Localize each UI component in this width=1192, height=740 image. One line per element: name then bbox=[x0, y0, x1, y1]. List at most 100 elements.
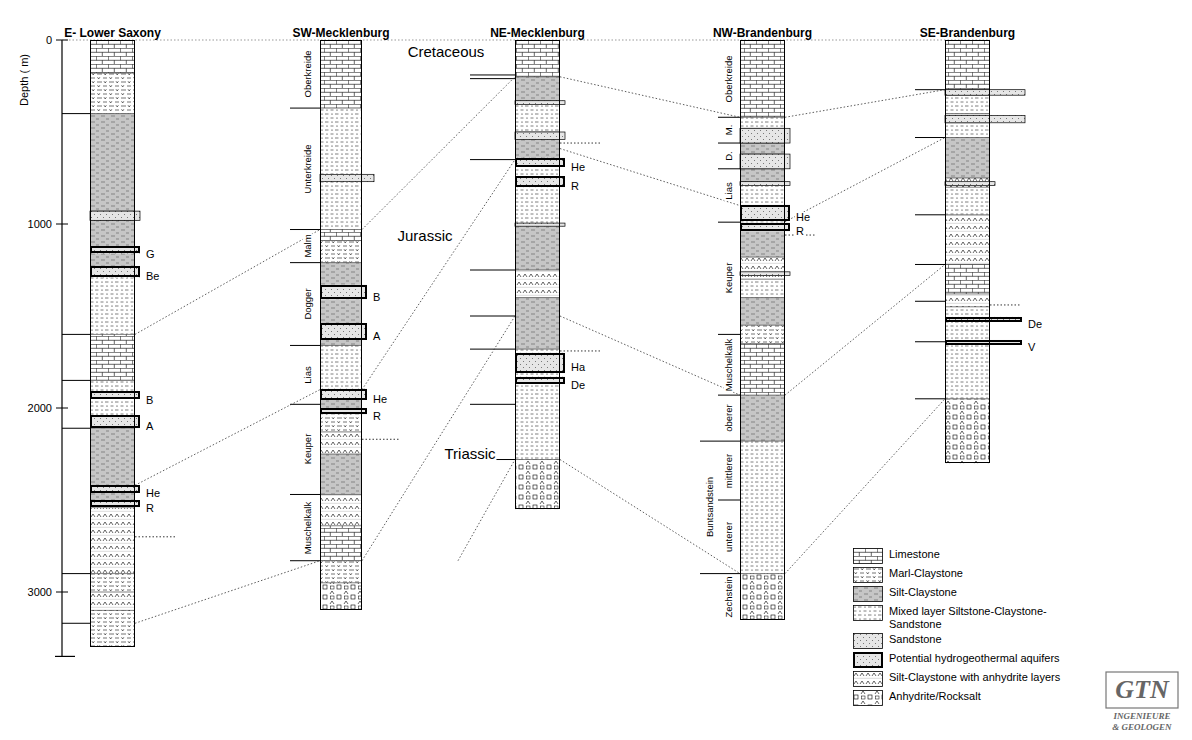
figure-part bbox=[90, 610, 135, 611]
figure-part bbox=[290, 494, 320, 495]
aquifer-box: R bbox=[90, 500, 140, 507]
unit-label: Dogger bbox=[303, 287, 313, 320]
figure-part bbox=[320, 526, 362, 561]
correlation-line bbox=[560, 460, 740, 574]
stratigraphic-column: SE-BrandenburgDeV bbox=[945, 40, 990, 463]
figure-part bbox=[718, 500, 740, 501]
figure-part bbox=[740, 230, 785, 258]
figure-part bbox=[290, 404, 320, 405]
figure-part bbox=[740, 154, 790, 169]
unit-bracket bbox=[700, 573, 718, 574]
label-anchor: & GEOLOGEN bbox=[1142, 728, 1192, 738]
figure-part bbox=[290, 560, 320, 561]
label-anchor: Keuper bbox=[308, 449, 341, 459]
aquifer-label: B bbox=[145, 395, 154, 406]
figure-part bbox=[90, 610, 135, 647]
label-anchor: M. bbox=[729, 130, 742, 140]
aquifer-label: Be bbox=[145, 271, 160, 282]
aquifer-box: He bbox=[320, 389, 367, 400]
figure-part bbox=[470, 316, 515, 317]
figure-part bbox=[740, 441, 785, 573]
logo-text: GTN bbox=[1114, 676, 1169, 705]
label-anchor: Jurassic bbox=[425, 236, 482, 253]
figure-part bbox=[62, 380, 90, 381]
unit-label: Muschelkalk bbox=[724, 338, 734, 392]
aquifer-fill bbox=[90, 485, 140, 492]
legend-swatch bbox=[853, 652, 883, 668]
figure-part bbox=[90, 574, 135, 592]
unit-label: oberer bbox=[724, 403, 734, 432]
figure-part bbox=[915, 264, 945, 265]
column-title: NE-Mecklenburg bbox=[490, 27, 585, 40]
figure-part bbox=[56, 408, 68, 409]
correlation-line bbox=[560, 77, 740, 117]
column-title: E- Lower Saxony bbox=[64, 27, 161, 40]
label-anchor: oberer bbox=[729, 418, 758, 428]
legend-text: Potential hydrogeothermal aquifers bbox=[889, 652, 1074, 665]
legend-row: Limestone bbox=[853, 548, 1083, 561]
figure-part bbox=[718, 222, 740, 223]
figure-part bbox=[320, 229, 362, 230]
column-fill bbox=[915, 40, 1025, 463]
figure-part bbox=[290, 108, 320, 109]
column-title: NW-Brandenburg bbox=[713, 27, 812, 40]
unit-label: D. bbox=[724, 150, 734, 162]
figure-part bbox=[718, 441, 740, 442]
figure-part bbox=[90, 114, 135, 212]
unit-label: Lias bbox=[724, 181, 734, 200]
aquifer-label: A bbox=[145, 421, 154, 432]
figure-part bbox=[90, 334, 135, 380]
figure-part bbox=[718, 168, 740, 169]
figure-part bbox=[320, 241, 362, 263]
figure-part bbox=[90, 573, 135, 574]
legend-row: Anhydrite/Rocksalt bbox=[853, 690, 1083, 703]
figure-part bbox=[945, 123, 990, 138]
aquifer-box: R bbox=[740, 223, 790, 232]
aquifer-box: A bbox=[320, 323, 367, 340]
legend-row: Mixed layer Siltstone-Claystone-Sandston… bbox=[853, 605, 1083, 630]
figure-part bbox=[56, 592, 68, 593]
figure-part bbox=[320, 174, 374, 181]
figure-part bbox=[718, 143, 740, 144]
figure-part bbox=[740, 182, 790, 186]
column-fill bbox=[62, 40, 175, 647]
figure-part bbox=[945, 90, 1025, 96]
depth-tick-label: 0 bbox=[45, 34, 53, 46]
stratigraphic-column: NE-MecklenburgHeRHaDe bbox=[515, 40, 560, 509]
figure-part bbox=[945, 294, 990, 307]
figure-part bbox=[915, 89, 945, 90]
aquifer-label: Ha bbox=[570, 362, 586, 373]
figure-part bbox=[320, 40, 362, 108]
label-anchor: Cretaceous bbox=[446, 52, 525, 69]
aquifer-label: G bbox=[145, 249, 156, 260]
axis-title: Depth ( m) bbox=[18, 53, 30, 107]
figure-part bbox=[945, 187, 990, 188]
label-anchor: Oberkreide bbox=[308, 74, 357, 84]
aquifer-label: He bbox=[145, 488, 161, 499]
figure-part bbox=[990, 304, 1020, 305]
figure-part bbox=[945, 293, 990, 294]
figure-part bbox=[740, 117, 785, 118]
figure-part bbox=[718, 395, 740, 396]
figure-part bbox=[740, 325, 785, 343]
figure-part bbox=[290, 345, 320, 346]
correlation-line bbox=[560, 149, 740, 206]
figure-part bbox=[320, 454, 362, 494]
figure-part bbox=[740, 40, 785, 117]
legend-text: Silt-Claystone with anhydrite layers bbox=[889, 671, 1074, 684]
unit-label: Lias bbox=[303, 365, 313, 384]
figure-part bbox=[740, 395, 785, 441]
legend-swatch bbox=[853, 671, 883, 687]
column-fill bbox=[718, 40, 815, 620]
swatch-fill bbox=[854, 672, 883, 687]
figure-part bbox=[56, 224, 68, 225]
aquifer-fill bbox=[515, 176, 565, 187]
figure-part bbox=[90, 73, 135, 113]
figure-part bbox=[320, 262, 362, 263]
unit-label: Zechstein bbox=[724, 575, 734, 618]
figure-part bbox=[470, 74, 515, 75]
figure-part bbox=[945, 113, 990, 114]
figure-part bbox=[515, 132, 565, 139]
aquifer-label: A bbox=[372, 331, 381, 342]
figure-part bbox=[90, 428, 135, 507]
